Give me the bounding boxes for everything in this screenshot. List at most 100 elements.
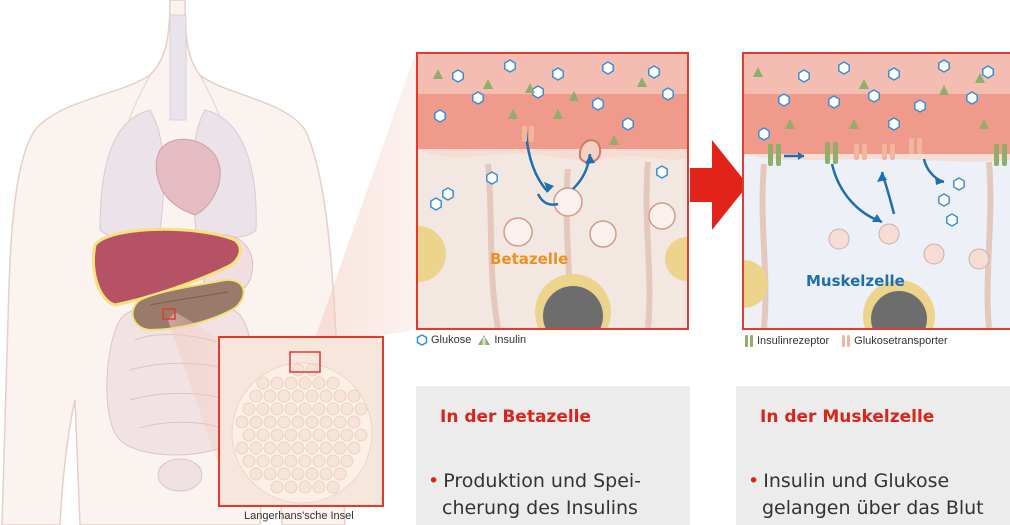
islet-cell	[243, 455, 255, 467]
glucose-molecule	[553, 68, 563, 80]
islet-cell	[313, 403, 325, 415]
glucose-molecule	[939, 60, 949, 72]
islet-cell	[292, 442, 304, 454]
islet-cell	[264, 442, 276, 454]
islet-cell	[285, 455, 297, 467]
glucose-molecule	[983, 66, 993, 78]
glucose-molecule	[453, 70, 463, 82]
islet-cell	[236, 442, 248, 454]
info-line-2-muskelzelle: gelangen über das Blut	[748, 497, 984, 519]
glucose-molecule	[829, 96, 839, 108]
glucose-molecule	[657, 166, 667, 178]
info-line-1-muskelzelle: Insulin und Glukose	[763, 470, 949, 492]
legend-item-insulinrezeptor: Insulinrezeptor	[744, 334, 829, 348]
islet-cell	[271, 403, 283, 415]
islet-cell	[250, 390, 262, 402]
info-line-1-betazelle: Produktion und Spei-	[443, 470, 641, 492]
islet-cell	[327, 481, 339, 493]
glucose-molecule	[663, 88, 673, 100]
islet-cell	[306, 468, 318, 480]
islet-cell	[250, 442, 262, 454]
islet-cell	[299, 377, 311, 389]
glucose-molecule	[623, 118, 633, 130]
islet-cell	[327, 403, 339, 415]
glucose-molecule	[939, 194, 949, 206]
islet-cell	[348, 416, 360, 428]
islet-cell	[285, 481, 297, 493]
islet-inset	[218, 336, 384, 507]
transporter-icon	[841, 334, 851, 348]
big-red-arrow-icon	[690, 140, 748, 230]
islet-cell	[243, 403, 255, 415]
islet-cell	[341, 429, 353, 441]
islet-cell	[257, 403, 269, 415]
islet-cell	[320, 416, 332, 428]
islet-cell	[334, 468, 346, 480]
islet-cell	[278, 416, 290, 428]
islet-cell	[334, 442, 346, 454]
islet-cell	[250, 416, 262, 428]
islet-cell	[306, 416, 318, 428]
islet-cell	[271, 429, 283, 441]
islet-cell	[320, 390, 332, 402]
islet-cell	[292, 390, 304, 402]
islet-cell	[271, 455, 283, 467]
islet-cell	[264, 390, 276, 402]
betazelle-illustration	[418, 54, 687, 328]
islet-cell	[243, 429, 255, 441]
islet-cell	[334, 416, 346, 428]
islet-cell	[292, 416, 304, 428]
glucose-molecule	[435, 110, 445, 122]
islet-cell	[327, 377, 339, 389]
islet-cell	[299, 429, 311, 441]
legend-label-insulin: Insulin	[494, 334, 526, 346]
legend-right: Insulinrezeptor Glukosetransporter	[744, 334, 948, 348]
islet-cell	[285, 377, 297, 389]
glucose-molecule	[759, 128, 769, 140]
glucose-molecule	[487, 172, 497, 184]
islet-cell	[236, 416, 248, 428]
betazelle-label: Betazelle	[490, 250, 568, 268]
glucose-molecule	[603, 62, 613, 74]
info-line-2-betazelle: cherung des Insulins	[428, 497, 638, 519]
islet-cell	[250, 468, 262, 480]
info-bullet-betazelle: •Produktion und Spei- cherung des Insuli…	[428, 468, 641, 522]
islet-cell	[341, 403, 353, 415]
islet-cell	[355, 403, 367, 415]
trachea	[170, 15, 186, 120]
muskelzelle-panel: Muskelzelle	[742, 52, 1010, 330]
langerhans-caption: Langerhans'sche Insel	[244, 510, 354, 522]
glucose-molecule	[954, 178, 964, 190]
glucose-molecule	[779, 94, 789, 106]
insulin-triangle-icon	[477, 334, 491, 346]
glucose-molecule	[839, 62, 849, 74]
islet-cell	[278, 390, 290, 402]
muskelzelle-label: Muskelzelle	[806, 272, 905, 290]
islet-cell	[285, 403, 297, 415]
islet-cell	[348, 390, 360, 402]
islet-cell	[292, 468, 304, 480]
islet-cell	[292, 364, 304, 376]
glucose-molecule	[915, 100, 925, 112]
islet-cell	[257, 455, 269, 467]
glucose-molecule	[869, 90, 879, 102]
hexagon-icon	[416, 334, 428, 346]
legend-item-glukosetransporter: Glukosetransporter	[841, 334, 948, 348]
glucose-molecule	[649, 66, 659, 78]
legend-label-glukosetransporter: Glukosetransporter	[854, 335, 948, 347]
islet-cell	[313, 429, 325, 441]
glucose-molecule	[593, 98, 603, 110]
glucose-molecule	[443, 188, 453, 200]
islet-cell	[271, 481, 283, 493]
islet-cell	[257, 377, 269, 389]
receptor-icon	[744, 334, 754, 348]
islet-cell	[313, 481, 325, 493]
legend-label-insulinrezeptor: Insulinrezeptor	[757, 335, 829, 347]
islet-cell	[313, 455, 325, 467]
legend-item-insulin: Insulin	[477, 334, 526, 346]
glucose-molecule	[473, 92, 483, 104]
islet-cell	[264, 468, 276, 480]
islet-cell	[299, 481, 311, 493]
islet-cell	[320, 442, 332, 454]
betazelle-panel: Betazelle	[416, 52, 689, 330]
